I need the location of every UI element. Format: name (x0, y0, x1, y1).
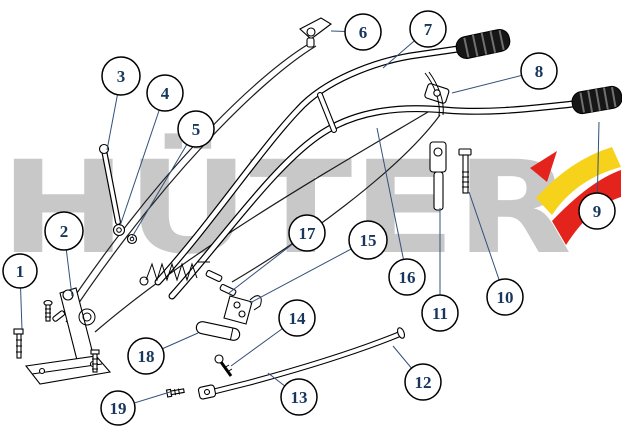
handlebar-tube-lower (169, 101, 576, 299)
callout-number-1: 1 (16, 262, 25, 281)
callout-circle-14 (278, 299, 316, 337)
handle-grip-upper (455, 28, 511, 60)
callout-circle-1 (2, 253, 38, 289)
handlebar-tube-upper (155, 46, 461, 285)
adjust-lever (98, 143, 138, 245)
tie-rod-tube (197, 327, 406, 400)
callout-circle-4 (146, 74, 184, 112)
callout-circle-2 (44, 211, 84, 251)
callout-11: 11 (421, 294, 459, 332)
pin-item18 (195, 321, 241, 341)
watermark-text: HÜTER (0, 133, 572, 283)
cable-clamp (223, 295, 262, 325)
tension-spring (139, 261, 210, 286)
callout-number-14: 14 (289, 309, 307, 328)
cable-adjuster (219, 284, 237, 296)
callout-number-18: 18 (138, 347, 155, 366)
cable-adjuster (205, 270, 223, 282)
screw-item19 (165, 388, 185, 398)
callout-14: 14 (278, 299, 316, 337)
bracket-screw (43, 299, 53, 322)
callout-circle-6 (344, 13, 382, 51)
callout-number-19: 19 (110, 399, 127, 418)
callout-3: 3 (101, 56, 141, 96)
callout-number-10: 10 (497, 288, 514, 307)
callout-circle-5 (177, 110, 215, 148)
callout-13: 13 (280, 378, 318, 416)
parts-drawing (13, 17, 622, 400)
callout-number-13: 13 (291, 388, 308, 407)
callout-number-2: 2 (60, 222, 69, 241)
bolt-item14 (214, 354, 233, 377)
handlebar-cross-brace (318, 93, 336, 132)
callout-number-7: 7 (424, 20, 433, 39)
callout-1: 1 (2, 253, 38, 289)
callout-5: 5 (177, 110, 215, 148)
washer-item5 (126, 233, 138, 245)
callout-circle-19 (100, 390, 136, 426)
callout-number-4: 4 (161, 84, 170, 103)
leader-line-16 (376, 127, 408, 278)
callout-2: 2 (44, 211, 84, 251)
callout-4: 4 (146, 74, 184, 112)
cable-line (94, 111, 429, 333)
cable-line (231, 114, 441, 283)
callout-18: 18 (127, 337, 165, 375)
screw-item1 (13, 328, 24, 359)
leader-line-4 (119, 92, 166, 227)
callout-16: 16 (388, 258, 426, 296)
bolt-item10 (458, 148, 472, 194)
callout-number-15: 15 (360, 231, 377, 250)
logo-yellow-band (536, 147, 621, 215)
callout-circle-16 (388, 258, 426, 296)
callout-circle-18 (127, 337, 165, 375)
callout-circle-17 (288, 214, 326, 252)
callout-circle-10 (486, 278, 524, 316)
callout-10: 10 (486, 278, 524, 316)
callout-number-17: 17 (299, 224, 317, 243)
callout-number-16: 16 (399, 268, 416, 287)
callout-circle-12 (404, 363, 442, 401)
callout-circle-13 (280, 378, 318, 416)
callout-circle-3 (101, 56, 141, 96)
bracket-screw (90, 349, 100, 373)
cable-end-fitting (52, 310, 66, 322)
callout-number-11: 11 (432, 304, 448, 323)
callout-circle-7 (409, 10, 447, 48)
handle-grip-right (571, 85, 622, 115)
spring-ring (78, 308, 96, 326)
callout-7: 7 (409, 10, 447, 48)
callout-number-12: 12 (415, 373, 432, 392)
callout-circle-15 (348, 220, 388, 260)
throttle-lever (299, 17, 332, 48)
clutch-lever (424, 71, 450, 117)
callout-15: 15 (348, 220, 388, 260)
callout-6: 6 (344, 13, 382, 51)
logo-red-triangle (530, 151, 557, 182)
callout-17: 17 (288, 214, 326, 252)
callout-circle-8 (520, 52, 558, 90)
callout-number-9: 9 (593, 202, 602, 221)
callout-number-5: 5 (192, 120, 201, 139)
callout-12: 12 (404, 363, 442, 401)
callout-9: 9 (578, 192, 616, 230)
callout-number-8: 8 (535, 62, 544, 81)
washer-item4 (112, 223, 126, 237)
callout-number-3: 3 (117, 67, 126, 86)
support-bracket (24, 287, 112, 385)
hinge-bracket (429, 141, 447, 211)
callout-8: 8 (520, 52, 558, 90)
callout-19: 19 (100, 390, 136, 426)
leader-line-5 (131, 128, 197, 238)
leader-line-15 (249, 239, 369, 304)
callout-number-6: 6 (359, 23, 368, 42)
callout-circle-9 (578, 192, 616, 230)
callout-circle-11 (421, 294, 459, 332)
